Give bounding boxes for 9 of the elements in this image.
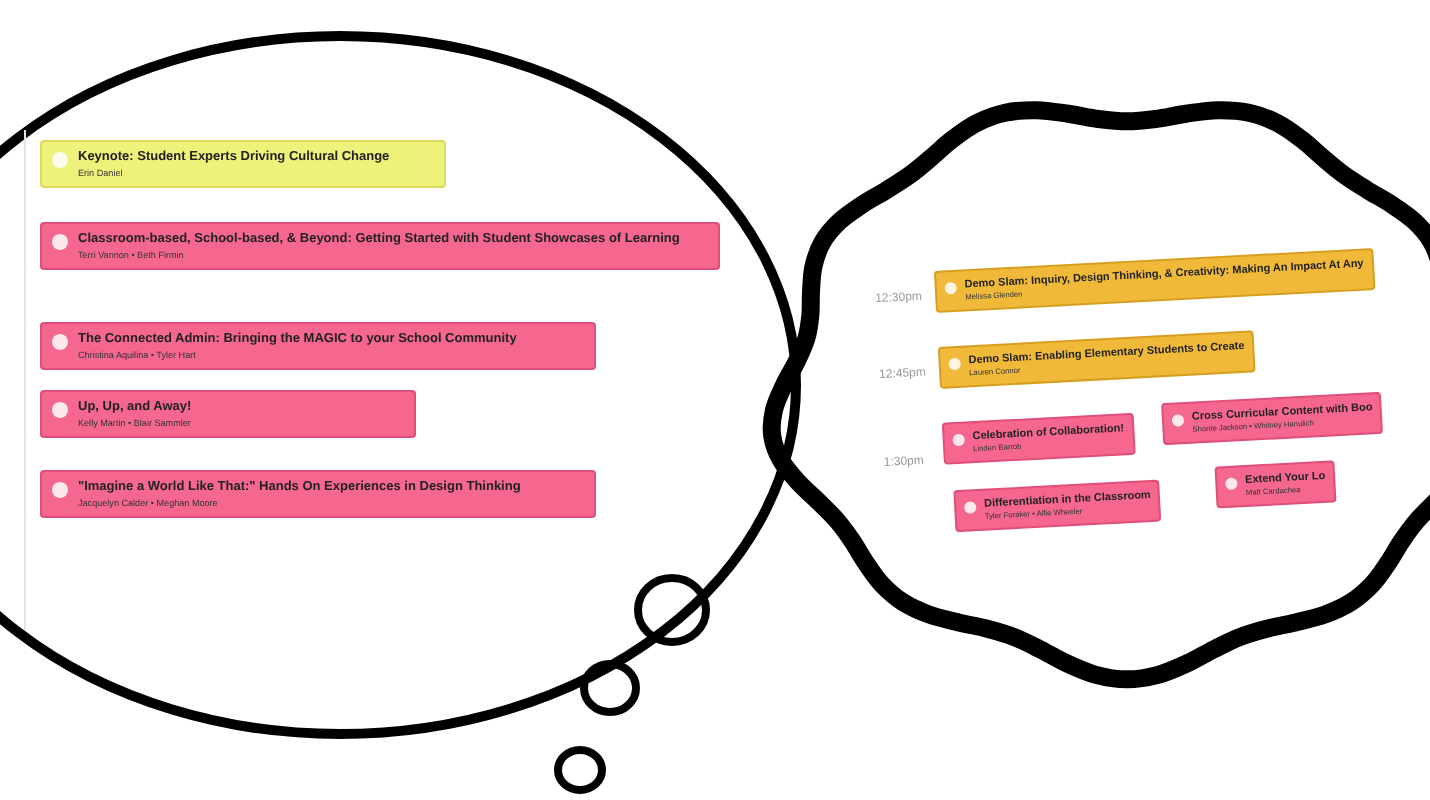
session-card bbox=[1161, 391, 1384, 446]
session-card bbox=[40, 322, 596, 370]
session-card bbox=[40, 470, 596, 518]
session-card bbox=[1214, 460, 1337, 509]
session-card bbox=[40, 222, 720, 270]
session-card bbox=[953, 479, 1163, 533]
session-card bbox=[40, 390, 416, 438]
session-card bbox=[40, 140, 446, 188]
session-card bbox=[941, 412, 1136, 466]
